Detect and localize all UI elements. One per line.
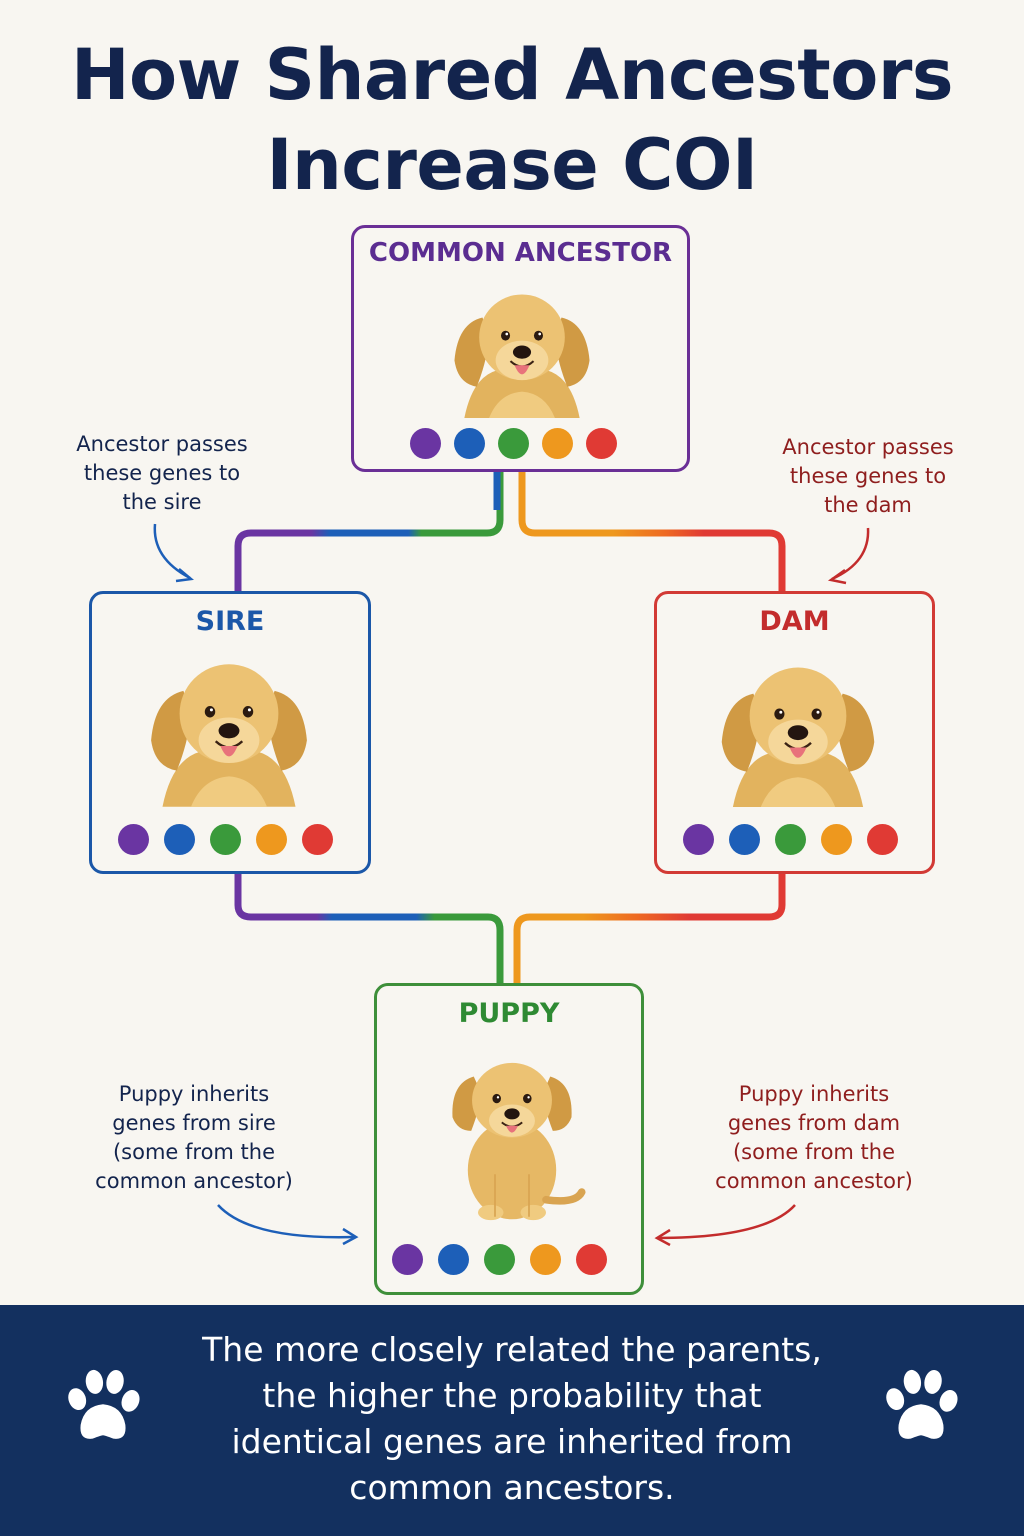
sire-card: SIRE — [89, 591, 371, 874]
gene-dot-4 — [256, 824, 287, 855]
gene-dot-5 — [576, 1244, 607, 1275]
common-ancestor-card: COMMON ANCESTOR — [351, 225, 690, 472]
wire-sire-puppy — [234, 874, 504, 983]
note-line: genes from sire — [112, 1111, 276, 1135]
gene-dots — [392, 1244, 607, 1275]
arrow-puppy-from-dam — [656, 1204, 796, 1240]
gene-dots — [118, 824, 333, 855]
note-ancestor-to-sire: Ancestor passes these genes to the sire — [62, 430, 262, 517]
puppy-label: PUPPY — [458, 998, 560, 1029]
dam-label: DAM — [759, 606, 830, 637]
note-line: these genes to — [789, 464, 947, 488]
note-ancestor-to-dam: Ancestor passes these genes to the dam — [768, 433, 968, 520]
gene-dot-4 — [821, 824, 852, 855]
gene-dot-1 — [410, 428, 441, 459]
summary-line-2: the higher the probability that — [262, 1376, 762, 1415]
adult-dog-illustration — [453, 293, 591, 418]
summary-line-3: identical genes are inherited from — [231, 1422, 793, 1461]
note-puppy-from-dam: Puppy inherits genes from dam (some from… — [704, 1080, 924, 1196]
summary-text: The more closely related the parents, th… — [150, 1327, 874, 1511]
gene-dot-3 — [210, 824, 241, 855]
note-line: common ancestor) — [95, 1169, 293, 1193]
arrow-to-dam — [831, 527, 870, 581]
sire-label: SIRE — [195, 606, 265, 637]
gene-dot-3 — [484, 1244, 515, 1275]
gene-dot-3 — [498, 428, 529, 459]
gene-dots — [683, 824, 898, 855]
page-title: How Shared Ancestors Increase COI — [0, 30, 1024, 210]
puppy-illustration — [427, 1036, 597, 1236]
wire-ancestor-sire — [234, 472, 504, 591]
arrow-puppy-from-sire — [217, 1204, 356, 1239]
note-line: Ancestor passes — [782, 435, 954, 459]
paw-print-icon — [68, 1369, 140, 1439]
gene-dot-2 — [438, 1244, 469, 1275]
adult-dog-illustration — [149, 663, 309, 808]
gene-dot-4 — [530, 1244, 561, 1275]
dam-card: DAM — [654, 591, 935, 874]
arrow-to-sire — [153, 523, 191, 580]
note-line: genes from dam — [727, 1111, 901, 1135]
note-line: Puppy inherits — [118, 1082, 270, 1106]
wire-ancestor-dam — [518, 472, 786, 591]
gene-dot-5 — [867, 824, 898, 855]
paw-print-icon — [886, 1369, 958, 1439]
note-puppy-from-sire: Puppy inherits genes from sire (some fro… — [84, 1080, 304, 1196]
gene-dot-2 — [164, 824, 195, 855]
title-line-1: How Shared Ancestors — [70, 34, 954, 116]
gene-dot-4 — [542, 428, 573, 459]
adult-dog-illustration — [720, 666, 876, 809]
note-line: Puppy inherits — [738, 1082, 890, 1106]
gene-dots — [410, 428, 617, 459]
note-line: (some from the — [732, 1140, 896, 1164]
note-line: (some from the — [112, 1140, 276, 1164]
common-ancestor-label: COMMON ANCESTOR — [368, 238, 673, 268]
summary-line-1: The more closely related the parents, — [202, 1330, 822, 1369]
gene-dot-1 — [683, 824, 714, 855]
gene-dot-5 — [586, 428, 617, 459]
puppy-card: PUPPY — [374, 983, 644, 1295]
gene-dot-5 — [302, 824, 333, 855]
gene-dot-1 — [118, 824, 149, 855]
gene-dot-1 — [392, 1244, 423, 1275]
gene-dot-2 — [454, 428, 485, 459]
note-line: these genes to — [83, 461, 241, 485]
note-line: Ancestor passes — [76, 432, 248, 456]
gene-dot-3 — [775, 824, 806, 855]
note-line: the sire — [122, 490, 202, 514]
note-line: the dam — [824, 493, 912, 517]
title-line-2: Increase COI — [266, 124, 758, 206]
wire-dam-puppy — [513, 874, 786, 983]
summary-line-4: common ancestors. — [349, 1468, 675, 1507]
summary-banner: The more closely related the parents, th… — [0, 1305, 1024, 1536]
gene-dot-2 — [729, 824, 760, 855]
note-line: common ancestor) — [715, 1169, 913, 1193]
